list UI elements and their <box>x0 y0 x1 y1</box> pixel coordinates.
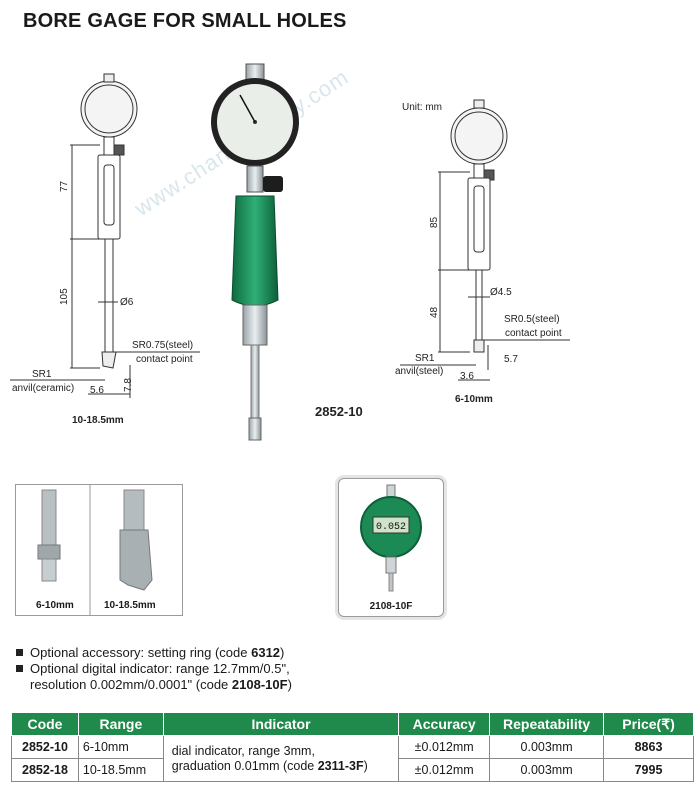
left-range-caption: 10-18.5mm <box>72 415 124 426</box>
header-accuracy: Accuracy <box>398 712 491 736</box>
lock-knob-icon <box>263 176 283 192</box>
bullet-icon <box>16 649 23 656</box>
cell-accuracy: ±0.012mm <box>398 758 491 782</box>
note-setting-ring: Optional accessory: setting ring (code 6… <box>16 645 292 661</box>
left-drawing <box>10 73 200 398</box>
right-dim-upper: 85 <box>429 216 440 228</box>
right-dia: Ø4.5 <box>490 287 512 298</box>
cell-repeatability: 0.003mm <box>489 758 605 782</box>
left-contact-sub: contact point <box>136 354 193 365</box>
digital-indicator-panel: 0.052 2108-10F <box>338 478 444 617</box>
cell-accuracy: ±0.012mm <box>398 735 491 759</box>
table-header-row: Code Range Indicator Accuracy Repeatabil… <box>11 712 694 736</box>
digital-indicator-illustration: 0.052 <box>360 484 422 592</box>
bullet-icon <box>16 665 23 672</box>
cell-repeatability: 0.003mm <box>489 735 605 759</box>
right-contact-sub: contact point <box>505 328 562 339</box>
bore-gage-illustration <box>211 63 299 441</box>
right-anvil-sub: anvil(steel) <box>395 366 443 377</box>
cell-range: 6-10mm <box>77 735 164 759</box>
green-grip <box>231 195 279 307</box>
photo-caption-large: 10-18.5mm <box>104 600 156 611</box>
cell-price: 7995 <box>603 758 694 782</box>
right-dim-height: 5.7 <box>504 354 518 365</box>
right-contact-label: SR0.5(steel) <box>504 314 560 325</box>
tip-photos-panel: 6-10mm 10-18.5mm <box>15 484 183 616</box>
header-indicator: Indicator <box>162 712 400 736</box>
right-dial-gauge <box>450 107 508 165</box>
cell-price: 8863 <box>603 735 694 759</box>
left-dim-height: 7.8 <box>123 378 134 392</box>
right-dim-width: 3.6 <box>460 371 474 382</box>
left-dim-width: 5.6 <box>90 385 104 396</box>
digital-caption: 2108-10F <box>369 601 413 612</box>
page-title: BORE GAGE FOR SMALL HOLES <box>23 10 347 32</box>
cell-range: 10-18.5mm <box>77 758 164 782</box>
left-dim-upper: 77 <box>59 180 70 192</box>
note-digital-indicator: Optional digital indicator: range 12.7mm… <box>16 661 292 677</box>
left-contact-label: SR0.75(steel) <box>132 340 193 351</box>
digital-display-value: 0.052 <box>376 522 406 533</box>
table-row: 2852-10 6-10mm dial indicator, range 3mm… <box>11 735 694 782</box>
unit-label: Unit: mm <box>402 102 442 113</box>
center-caption: 2852-10 <box>315 404 363 419</box>
cell-code: 2852-18 <box>11 758 79 782</box>
notes-list: Optional accessory: setting ring (code 6… <box>16 645 292 693</box>
spec-table: Code Range Indicator Accuracy Repeatabil… <box>11 712 694 782</box>
cell-indicator: dial indicator, range 3mm, graduation 0.… <box>162 735 400 782</box>
right-dim-lower: 48 <box>429 306 440 318</box>
photo-caption-small: 6-10mm <box>36 600 74 611</box>
right-drawing <box>400 99 570 381</box>
note-digital-indicator-line2: resolution 0.002mm/0.0001" (code 2108-10… <box>30 677 292 692</box>
right-range-caption: 6-10mm <box>455 394 493 405</box>
header-range: Range <box>77 712 164 736</box>
cell-code: 2852-10 <box>11 735 79 759</box>
left-anvil-sub: anvil(ceramic) <box>12 383 74 394</box>
header-code: Code <box>11 712 79 736</box>
left-dial-gauge <box>80 80 138 138</box>
left-anvil-label: SR1 <box>32 369 52 380</box>
table-row: 2852-18 10-18.5mm ±0.012mm 0.003mm 7995 <box>11 758 694 782</box>
header-repeatability: Repeatability <box>489 712 605 736</box>
drawings-figure: 77 105 Ø6 SR0.75(steel) contact point SR… <box>10 63 570 441</box>
left-dim-lower: 105 <box>59 288 70 305</box>
left-dia: Ø6 <box>120 297 134 308</box>
header-price: Price(₹) <box>603 712 694 736</box>
tip-photos-illustration <box>37 485 153 615</box>
right-anvil-label: SR1 <box>415 353 435 364</box>
